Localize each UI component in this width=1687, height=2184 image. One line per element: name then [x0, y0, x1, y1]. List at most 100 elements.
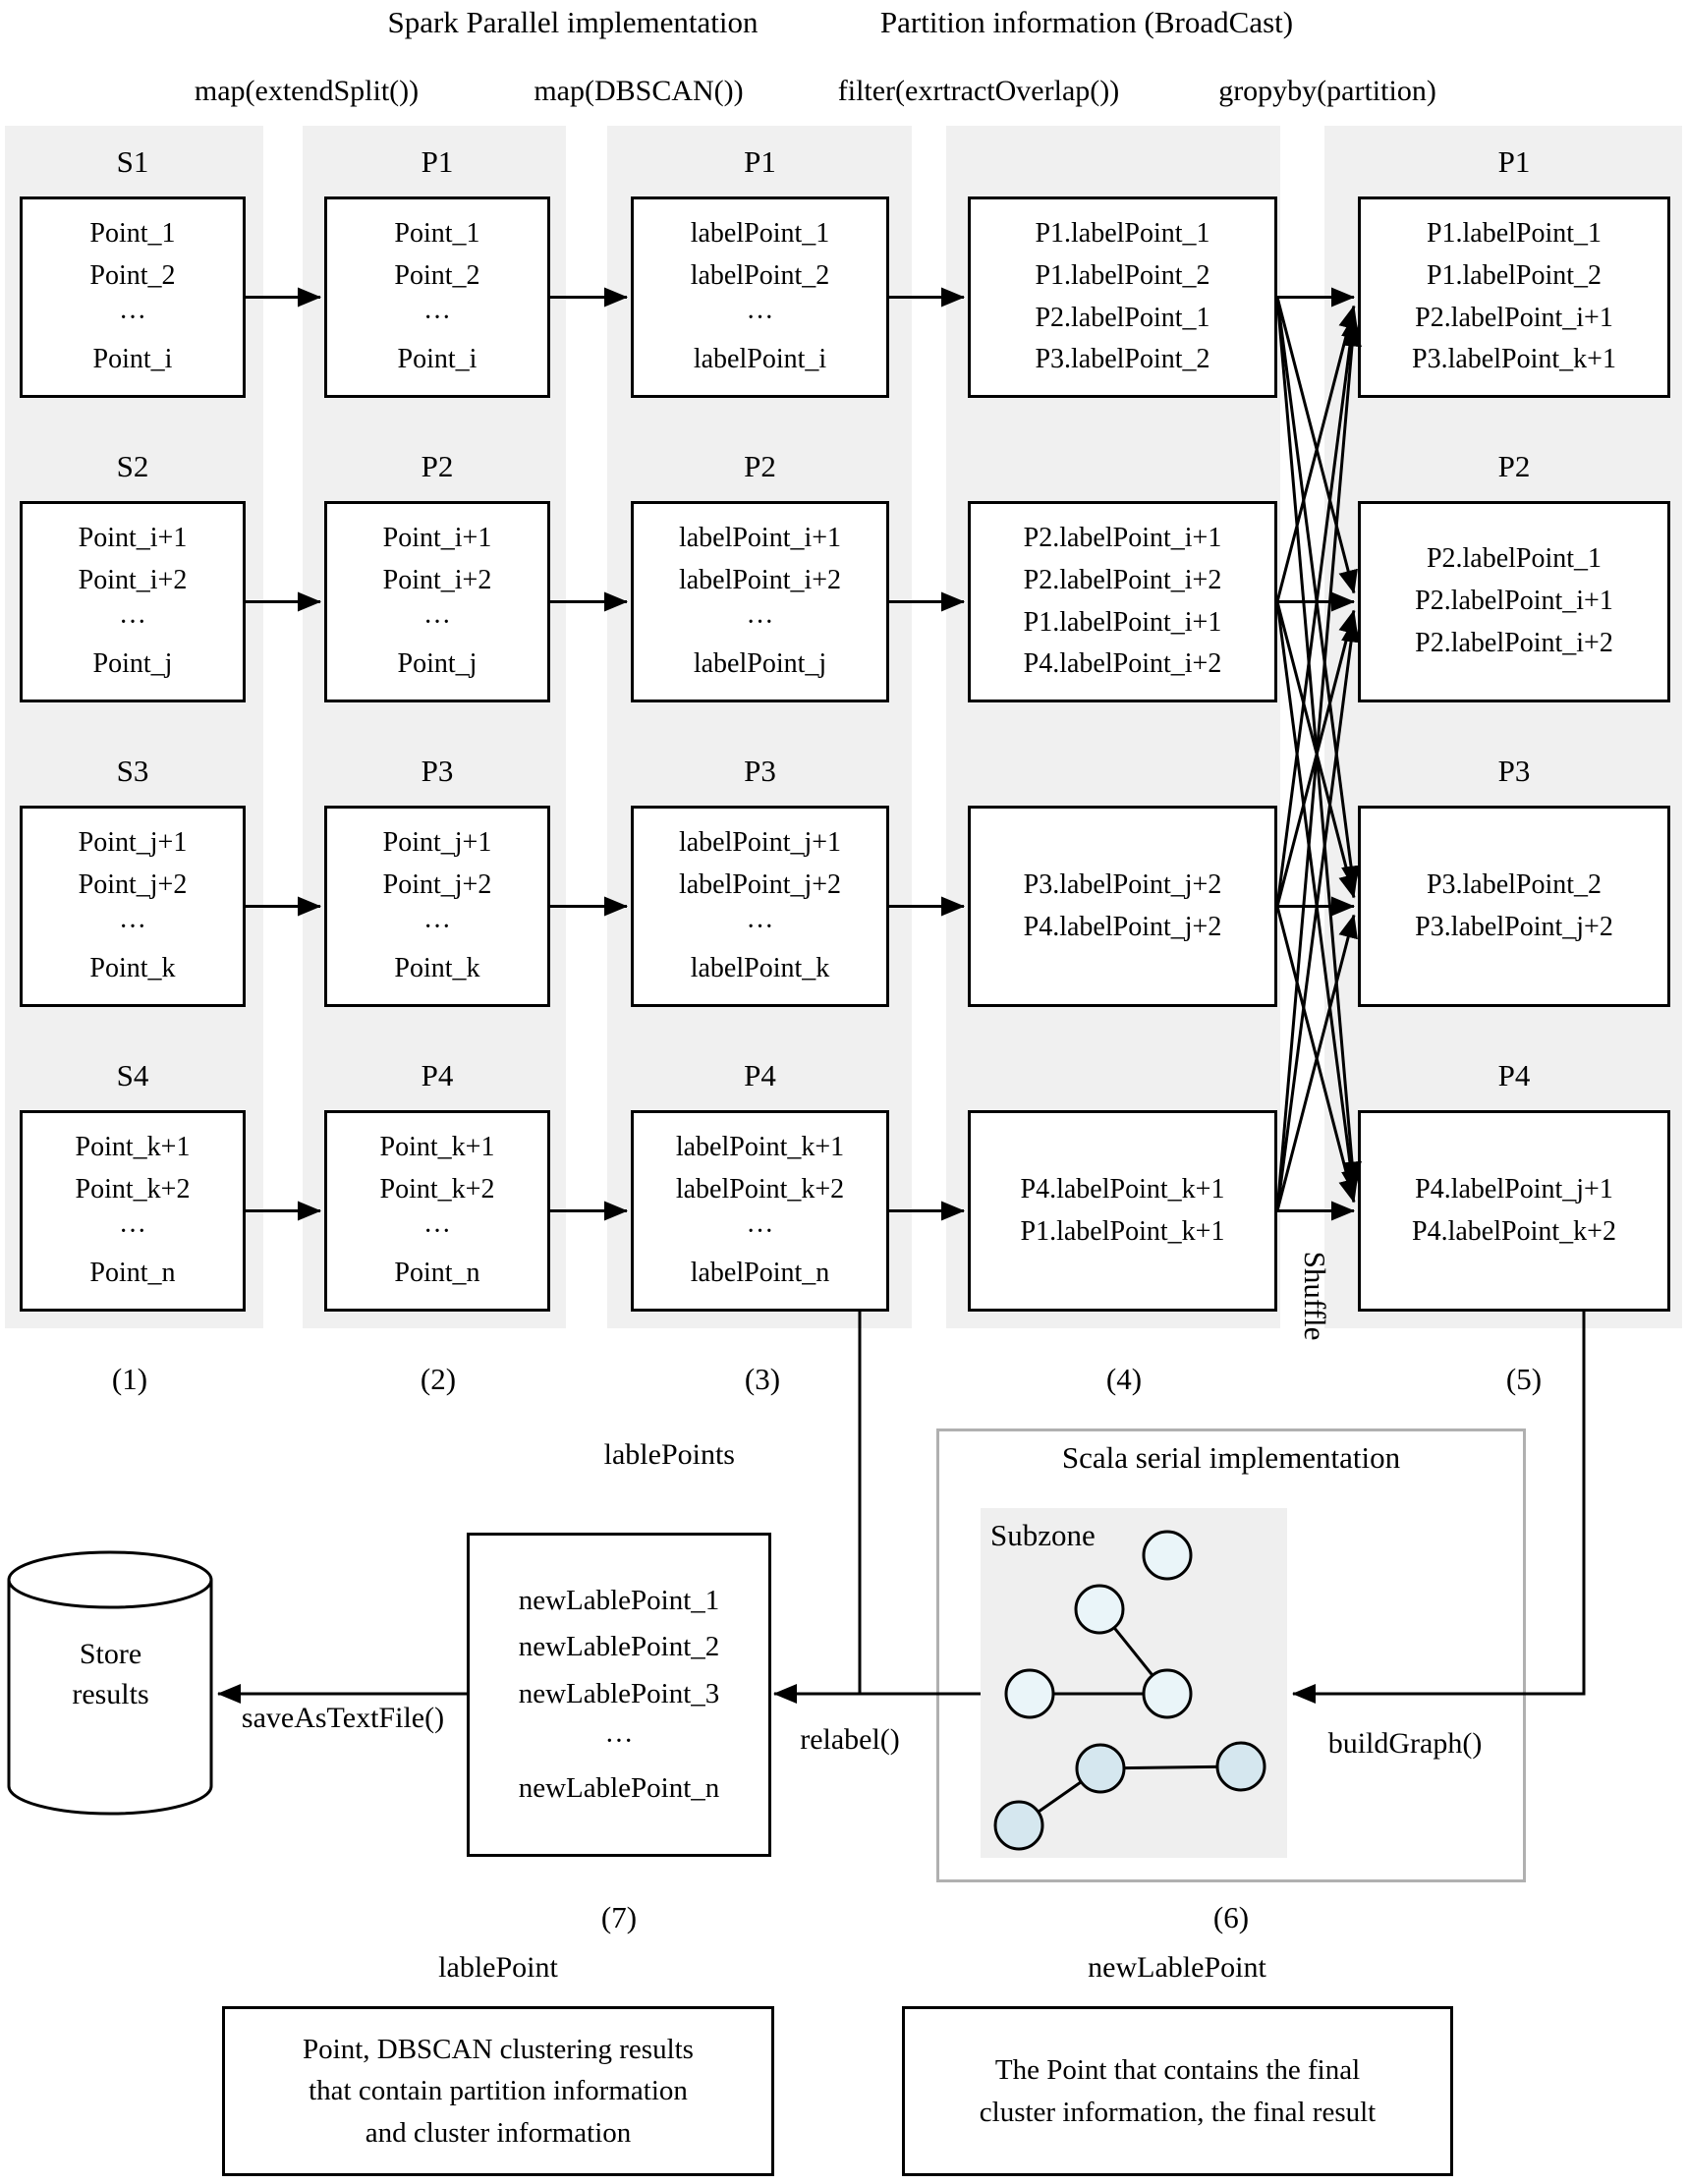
- box-line: labelPoint_k+1: [675, 1131, 845, 1162]
- box-line: P3.labelPoint_j+2: [1415, 911, 1613, 942]
- stage-2-label: (2): [420, 1362, 457, 1396]
- box-line: ···: [746, 606, 774, 638]
- partition-header-s1-col1: S1: [116, 144, 149, 179]
- box-line: labelPoint_k+2: [675, 1173, 845, 1204]
- subzone-label: Subzone: [990, 1518, 1096, 1552]
- partition-header-p3-col5: P3: [1497, 754, 1531, 788]
- text-line: results: [72, 1677, 149, 1710]
- text-line: The Point that contains the final: [994, 2054, 1361, 2087]
- new-lable-point-legend-title: newLablePoint: [1088, 1951, 1266, 1984]
- box-line: Point_k+2: [75, 1173, 191, 1204]
- partition-header-s4-col1: S4: [116, 1058, 149, 1092]
- box-line: P4.labelPoint_j+1: [1415, 1173, 1613, 1204]
- text-line: newLablePoint_n: [518, 1771, 720, 1804]
- stage-1-label: (1): [111, 1362, 148, 1396]
- box-line: P2.labelPoint_i+1: [1023, 522, 1222, 553]
- box-line: labelPoint_i+1: [678, 522, 842, 553]
- box-line: labelPoint_k: [690, 953, 830, 984]
- box-line: P2.labelPoint_i+2: [1415, 627, 1613, 658]
- box-line: Point_i+2: [382, 564, 492, 595]
- relabel-label: relabel(): [800, 1723, 900, 1756]
- box-line: ···: [119, 302, 146, 333]
- box-line: Point_i+1: [78, 522, 188, 553]
- stage-3-label: (3): [744, 1362, 781, 1396]
- lable-point-legend-title: lablePoint: [438, 1951, 558, 1984]
- box-line: ···: [119, 606, 146, 638]
- subzone-box: [981, 1508, 1287, 1858]
- box-line: ···: [423, 606, 451, 638]
- box-line: ···: [746, 911, 774, 942]
- box-line: Point_i: [397, 344, 478, 375]
- shuffle-label: Shuffle: [1298, 1251, 1332, 1341]
- box-line: labelPoint_1: [690, 217, 830, 249]
- text-line: newLablePoint_3: [518, 1678, 720, 1710]
- box-line: P1.labelPoint_i+1: [1023, 606, 1222, 638]
- store-results-label: Store results: [25, 1635, 197, 1714]
- box-line: Point_k+1: [379, 1131, 495, 1162]
- box-line: Point_j: [92, 648, 173, 680]
- box-line: labelPoint_i: [693, 344, 827, 375]
- box-line: P1.labelPoint_1: [1426, 217, 1603, 249]
- box-line: P2.labelPoint_i+1: [1415, 586, 1613, 617]
- partition-header-p4-col2: P4: [421, 1058, 454, 1092]
- box-line: P2.labelPoint_i+1: [1415, 302, 1613, 333]
- build-graph-label: buildGraph(): [1327, 1727, 1483, 1760]
- partition-header-p2-col5: P2: [1497, 449, 1531, 483]
- box-line: ···: [423, 302, 451, 333]
- box-line: Point_2: [394, 259, 480, 291]
- partition-header-s2-col1: S2: [116, 449, 149, 483]
- text-line: that contain partition information: [309, 2075, 688, 2107]
- box-line: Point_j+1: [78, 826, 188, 858]
- box-line: P1.labelPoint_2: [1426, 259, 1603, 291]
- box-line: labelPoint_i+2: [678, 564, 842, 595]
- box-line: Point_k+2: [379, 1173, 495, 1204]
- box-line: Point_i+2: [78, 564, 188, 595]
- stage-7-label: (7): [600, 1900, 638, 1934]
- box-line: P2.labelPoint_1: [1426, 543, 1603, 575]
- partition-header-p1-col5: P1: [1497, 144, 1531, 179]
- box-line: labelPoint_j+1: [678, 826, 842, 858]
- box-line: labelPoint_j+2: [678, 868, 842, 900]
- box-line: Point_2: [89, 259, 176, 291]
- box-line: labelPoint_2: [690, 259, 830, 291]
- box-line: P4.labelPoint_i+2: [1023, 648, 1222, 680]
- box-line: Point_j+1: [382, 826, 492, 858]
- op-map-dbscan: map(DBSCAN()): [534, 75, 744, 107]
- box-line: P1.labelPoint_1: [1035, 217, 1210, 249]
- box-line: Point_j+2: [78, 868, 188, 900]
- box-line: ···: [119, 1215, 146, 1247]
- box-line: P2.labelPoint_i+2: [1023, 564, 1222, 595]
- partition-header-p3-col2: P3: [421, 754, 454, 788]
- save-as-text-file-label: saveAsTextFile(): [241, 1702, 445, 1734]
- data-box-col3-row3: labelPoint_j+1 labelPoint_j+2 ··· labelPoin…: [631, 806, 889, 1007]
- box-line: P3.labelPoint_2: [1426, 868, 1603, 900]
- text-line: ···: [604, 1724, 634, 1757]
- stage-5-label: (5): [1505, 1362, 1543, 1396]
- box-line: P3.labelPoint_j+2: [1023, 868, 1222, 900]
- text-line: Store: [79, 1638, 142, 1670]
- box-line: ···: [746, 1215, 774, 1247]
- box-line: Point_j: [397, 648, 478, 680]
- partition-header-p1-col2: P1: [421, 144, 454, 179]
- text-line: newLablePoint_1: [518, 1584, 720, 1616]
- partition-header-p2-col3: P2: [744, 449, 776, 483]
- box-line: P3.labelPoint_k+1: [1412, 344, 1616, 375]
- partition-header-p4-col5: P4: [1497, 1058, 1531, 1092]
- stage-4-label: (4): [1105, 1362, 1143, 1396]
- partition-header-p3-col3: P3: [744, 754, 776, 788]
- box-line: Point_n: [89, 1258, 176, 1289]
